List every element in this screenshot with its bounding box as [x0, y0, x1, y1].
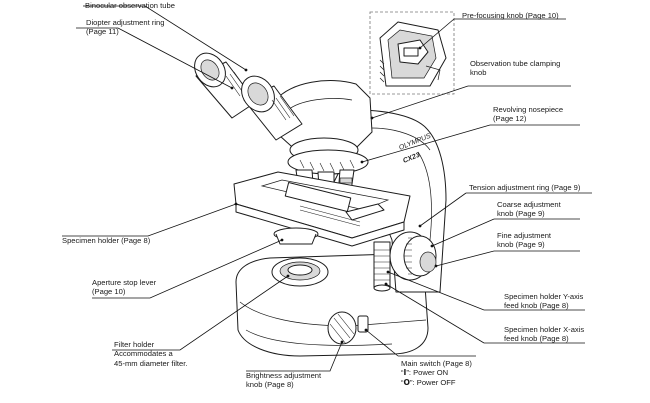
label-diopter-ring: Diopter adjustment ring (Page 11)	[86, 18, 165, 37]
label-specimen-holder: Specimen holder (Page 8)	[62, 236, 151, 245]
label-main-switch: Main switch (Page 8) “I”: Power ON “O”: …	[401, 359, 472, 387]
label-y-axis-knob: Specimen holder Y-axis feed knob (Page 8…	[504, 292, 584, 311]
coarse-fine-knob	[389, 231, 437, 281]
label-fine-knob: Fine adjustment knob (Page 9)	[497, 231, 552, 250]
specimen-stage	[233, 171, 411, 247]
condenser	[273, 227, 319, 245]
brightness-dial	[327, 311, 369, 345]
switch-off-state: “O”: Power OFF	[401, 377, 456, 387]
inset-detail-view	[369, 11, 455, 95]
stage-feed-knobs	[373, 241, 391, 292]
label-tube-clamping-knob: Observation tube clamping knob	[470, 59, 561, 78]
leader-lines	[62, 5, 592, 372]
label-brightness-knob: Brightness adjustment knob (Page 8)	[246, 371, 322, 390]
power-on-symbol: I	[403, 368, 407, 378]
label-filter-holder: Filter holder Accommodates a 45-mm diame…	[114, 340, 188, 368]
label-revolving-nosepiece: Revolving nosepiece (Page 12)	[493, 105, 564, 124]
switch-on-state: “I”: Power ON	[401, 368, 449, 378]
label-tension-ring: Tension adjustment ring (Page 9)	[469, 183, 581, 192]
eyepiece-left	[194, 52, 257, 119]
label-binocular-tube: Binocular observation tube	[85, 1, 175, 10]
label-aperture-lever: Aperture stop lever (Page 10)	[92, 278, 157, 297]
label-prefocusing-knob: Pre-focusing knob (Page 10)	[462, 11, 559, 20]
power-off-symbol: O	[403, 377, 410, 387]
eyepiece-right	[241, 75, 303, 141]
label-coarse-knob: Coarse adjustment knob (Page 9)	[497, 200, 561, 219]
label-x-axis-knob: Specimen holder X-axis feed knob (Page 8…	[504, 325, 585, 344]
